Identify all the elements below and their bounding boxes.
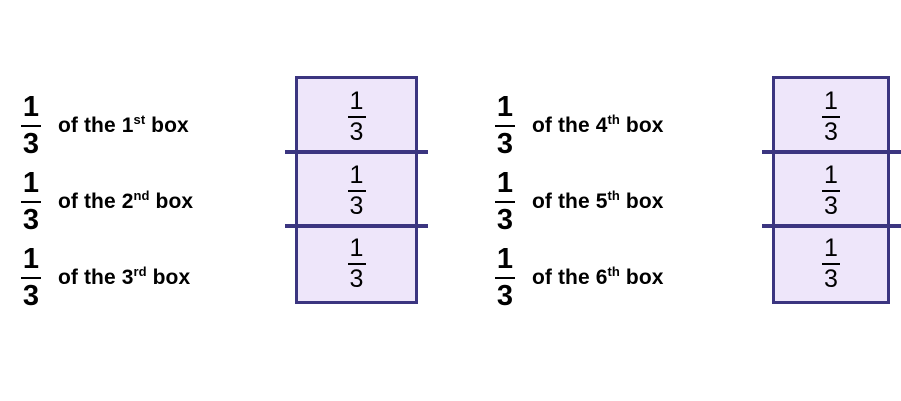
box-left-part-1: 1 3 (298, 79, 415, 155)
fraction-denominator: 3 (824, 118, 838, 146)
fraction-one-third: 1 3 (347, 161, 366, 220)
label-text-before: of the (532, 190, 596, 213)
fraction-bar (822, 116, 840, 118)
box-right: 1 3 1 3 1 3 (772, 76, 890, 304)
fraction-denominator: 3 (22, 204, 40, 237)
label-ordinal-number: 3 (121, 266, 134, 289)
label-text-before: of the (58, 114, 122, 137)
fraction-one-third: 1 3 (18, 90, 44, 161)
fraction-denominator: 3 (496, 128, 514, 161)
label-row-6-text: of the 6th box (532, 264, 664, 290)
label-row-4-text: of the 4th box (532, 112, 664, 138)
label-ordinal-suffix: th (607, 264, 620, 279)
label-text-before: of the (58, 190, 122, 213)
label-row-5: 1 3 of the 5th box (492, 164, 664, 240)
fraction-numerator: 1 (349, 161, 364, 189)
fraction-numerator: 1 (496, 242, 514, 275)
fraction-denominator: 3 (22, 280, 40, 313)
fraction-bar (347, 190, 366, 192)
label-row-4: 1 3 of the 4th box (492, 88, 664, 164)
fraction-bar (495, 124, 515, 128)
fraction-denominator: 3 (349, 265, 364, 293)
label-text-after: box (619, 266, 664, 289)
label-ordinal-suffix: th (607, 112, 620, 127)
label-row-5-text: of the 5th box (532, 188, 664, 214)
fraction-numerator: 1 (496, 166, 514, 199)
box-left: 1 3 1 3 1 3 (295, 76, 418, 304)
label-text-after: box (146, 266, 191, 289)
label-text-before: of the (532, 266, 596, 289)
box-right-part-2: 1 3 (775, 153, 887, 229)
label-row-3-text: of the 3rd box (58, 264, 191, 290)
label-text-after: box (145, 114, 189, 137)
label-row-1-text: of the 1st box (58, 112, 189, 138)
fraction-numerator: 1 (349, 234, 364, 262)
box-right-divider-1 (762, 150, 901, 154)
fraction-bar (495, 276, 515, 280)
box-right-part-1: 1 3 (775, 79, 887, 155)
label-text-after: box (149, 190, 194, 213)
label-row-2-text: of the 2nd box (58, 188, 194, 214)
fraction-one-third: 1 3 (822, 89, 840, 145)
label-ordinal-number: 1 (121, 114, 134, 137)
fraction-numerator: 1 (496, 90, 514, 123)
fraction-denominator: 3 (824, 265, 838, 293)
label-ordinal-number: 6 (595, 266, 608, 289)
fraction-numerator: 1 (22, 166, 40, 199)
label-row-1: 1 3 of the 1st box (18, 88, 189, 164)
fraction-bar (21, 276, 41, 280)
fraction-numerator: 1 (824, 234, 838, 262)
fraction-denominator: 3 (349, 118, 364, 146)
label-text-after: box (619, 114, 664, 137)
fraction-denominator: 3 (349, 192, 364, 220)
label-ordinal-suffix: rd (133, 264, 147, 279)
fraction-one-third: 1 3 (18, 166, 44, 237)
fraction-numerator: 1 (824, 161, 838, 189)
fraction-numerator: 1 (22, 242, 40, 275)
label-row-3: 1 3 of the 3rd box (18, 240, 190, 316)
label-ordinal-number: 4 (595, 114, 608, 137)
label-row-2: 1 3 of the 2nd box (18, 164, 193, 240)
label-ordinal-number: 5 (595, 190, 608, 213)
label-text-before: of the (58, 266, 122, 289)
label-text-after: box (619, 190, 664, 213)
label-text-before: of the (532, 114, 596, 137)
box-right-divider-2 (762, 224, 901, 228)
box-left-divider-1 (285, 150, 428, 154)
fraction-bar (495, 200, 515, 204)
fraction-bar (822, 190, 840, 192)
fraction-one-third: 1 3 (492, 90, 518, 161)
fraction-denominator: 3 (22, 128, 40, 161)
box-left-part-2: 1 3 (298, 153, 415, 229)
label-row-6: 1 3 of the 6th box (492, 240, 664, 316)
fraction-one-third: 1 3 (492, 242, 518, 313)
fraction-one-third: 1 3 (492, 166, 518, 237)
fraction-bar (347, 116, 366, 118)
fraction-denominator: 3 (496, 204, 514, 237)
label-ordinal-suffix: st (133, 112, 146, 127)
box-right-part-3: 1 3 (775, 227, 887, 301)
fraction-one-third: 1 3 (18, 242, 44, 313)
fraction-denominator: 3 (824, 192, 838, 220)
fraction-bar (21, 124, 41, 128)
fraction-bar (21, 200, 41, 204)
box-left-part-3: 1 3 (298, 227, 415, 301)
fraction-numerator: 1 (824, 87, 838, 115)
label-ordinal-number: 2 (121, 190, 134, 213)
fraction-one-third: 1 3 (347, 87, 366, 146)
label-ordinal-suffix: th (607, 188, 620, 203)
box-left-divider-2 (285, 224, 428, 228)
fraction-one-third: 1 3 (822, 163, 840, 219)
fraction-numerator: 1 (22, 90, 40, 123)
fraction-bar (347, 263, 366, 265)
fraction-one-third: 1 3 (822, 236, 840, 292)
label-ordinal-suffix: nd (133, 188, 150, 203)
fraction-denominator: 3 (496, 280, 514, 313)
fraction-one-third: 1 3 (347, 234, 366, 293)
fraction-bar (822, 263, 840, 265)
fraction-numerator: 1 (349, 87, 364, 115)
